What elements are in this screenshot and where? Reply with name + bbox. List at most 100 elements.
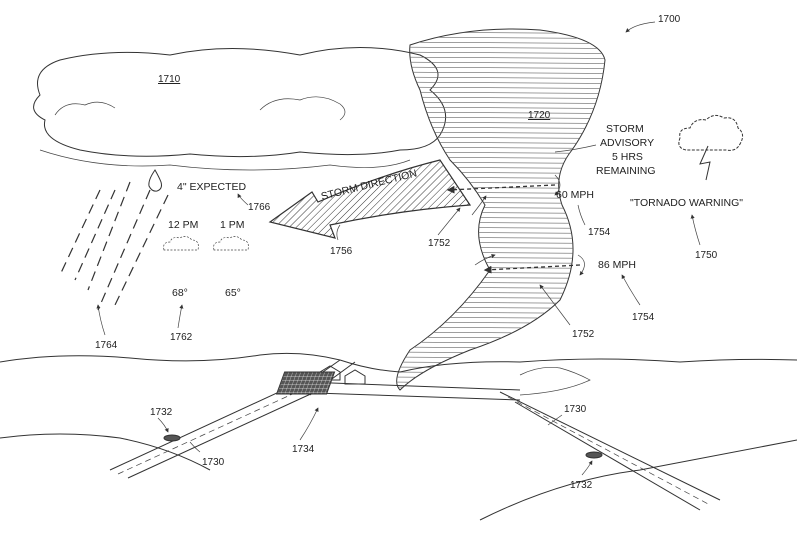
svg-text:ADVISORY: ADVISORY — [600, 137, 654, 149]
svg-text:1730: 1730 — [564, 404, 587, 415]
svg-text:1752: 1752 — [572, 329, 595, 340]
funnel-shading-line — [396, 211, 605, 214]
funnel-shading-line — [396, 276, 605, 279]
funnel-shading-line — [396, 251, 605, 254]
funnel-shading-line — [396, 311, 605, 314]
storm-advisory: STORM ADVISORY 5 HRS REMAINING — [554, 123, 656, 177]
funnel-shading-line — [396, 371, 605, 374]
funnel-shading-line — [396, 286, 605, 289]
funnel-shading-line — [396, 361, 605, 364]
cloud-icon — [213, 236, 249, 251]
funnel-shading-line — [396, 56, 605, 59]
wind-speed-lower: 86 MPH 1754 — [598, 259, 655, 323]
funnel-shading-line — [396, 236, 605, 239]
funnel-shading-line — [396, 321, 605, 324]
precip-expected: 4" EXPECTED 1766 — [177, 181, 271, 213]
funnel-shading-line — [396, 231, 605, 234]
svg-text:86 MPH: 86 MPH — [598, 259, 636, 271]
svg-text:1734: 1734 — [292, 444, 315, 455]
funnel-shading-line — [396, 61, 605, 64]
ref-flow-lower: 1752 — [539, 284, 595, 340]
funnel-shading-line — [396, 271, 605, 274]
ref-wind-speed-a: 1754 — [588, 227, 611, 238]
forecast-time-2: 1 PM — [220, 219, 245, 231]
ref-intersection: 1734 — [292, 407, 319, 455]
ref-tornado-warning: 1750 — [695, 250, 718, 261]
funnel-shading-line — [396, 246, 605, 249]
svg-text:4" EXPECTED: 4" EXPECTED — [177, 181, 246, 193]
thunderstorm-cloud-icon — [678, 114, 744, 181]
funnel-shading-line — [396, 141, 605, 144]
ref-flow-upper: 1752 — [428, 207, 461, 249]
funnel-shading-line — [396, 316, 605, 319]
forecast-temp-2: 65° — [225, 287, 241, 299]
svg-text:STORM: STORM — [606, 123, 644, 135]
funnel-shading-line — [396, 126, 605, 129]
rain-streaks: 1764 — [59, 181, 169, 351]
funnel-shading-line — [396, 136, 605, 139]
funnel-shading-line — [396, 106, 605, 109]
svg-text:1752: 1752 — [428, 238, 451, 249]
funnel-shading-line — [396, 116, 605, 119]
forecast-temp-1: 68° — [172, 287, 188, 299]
funnel-shading-line — [396, 156, 605, 159]
svg-text:REMAINING: REMAINING — [596, 165, 656, 177]
ref-tornado: 1720 — [528, 110, 551, 121]
funnel-shading-line — [396, 96, 605, 99]
cloud-icon — [163, 236, 199, 251]
funnel-shading-line — [396, 296, 605, 299]
funnel-shading-line — [396, 81, 605, 84]
funnel-shading-line — [396, 91, 605, 94]
funnel-shading-line — [396, 161, 605, 164]
funnel-shading-line — [396, 341, 605, 344]
funnel-shading-line — [396, 256, 605, 259]
tornado-warning: "TORNADO WARNING" 1750 — [630, 197, 743, 261]
funnel-shading-line — [396, 86, 605, 89]
funnel-shading-line — [396, 386, 605, 389]
figure-number: 1700 — [625, 14, 681, 33]
funnel-shading-line — [396, 76, 605, 79]
storm-cloud: 1710 — [33, 47, 447, 171]
ref-rain: 1764 — [95, 340, 118, 351]
ref-hourly-forecast: 1762 — [170, 332, 193, 343]
svg-text:1730: 1730 — [202, 457, 225, 468]
road-network — [109, 359, 721, 511]
funnel-shading-line — [396, 356, 605, 359]
funnel-shading-line — [396, 241, 605, 244]
ref-storm-direction: 1756 — [330, 246, 353, 257]
funnel-shading-line — [396, 46, 605, 49]
vehicle-right: 1732 — [570, 451, 603, 491]
funnel-shading-line — [396, 131, 605, 134]
ref-wind-speed-b: 1754 — [632, 312, 655, 323]
flow-arrows-lower — [474, 253, 585, 276]
ref-vehicle-a: 1732 — [150, 407, 173, 418]
forecast-time-1: 12 PM — [168, 219, 198, 231]
funnel-shading-line — [396, 41, 605, 44]
ground-horizon — [0, 352, 797, 521]
funnel-shading-line — [396, 111, 605, 114]
flow-arrows-upper — [446, 174, 561, 216]
buildings — [275, 365, 366, 395]
ref-road-left: 1730 — [189, 441, 225, 468]
funnel-shading-line — [396, 346, 605, 349]
funnel-shading-line — [396, 281, 605, 284]
funnel-shading-line — [396, 51, 605, 54]
funnel-shading-line — [396, 216, 605, 219]
funnel-shading-line — [396, 36, 605, 39]
raindrop-icon — [148, 169, 162, 192]
funnel-shading-line — [396, 151, 605, 154]
funnel-shading-line — [396, 66, 605, 69]
wind-speed-upper: 60 MPH 1754 — [556, 189, 611, 238]
ref-expected: 1766 — [248, 202, 271, 213]
svg-text:60 MPH: 60 MPH — [556, 189, 594, 201]
svg-text:5 HRS: 5 HRS — [612, 151, 643, 163]
funnel-shading-line — [396, 31, 605, 34]
funnel-shading-line — [396, 71, 605, 74]
funnel-shading-line — [396, 101, 605, 104]
ref-road-right: 1730 — [547, 404, 587, 426]
funnel-shading-line — [396, 121, 605, 124]
svg-text:1700: 1700 — [658, 14, 681, 25]
funnel-shading-line — [396, 306, 605, 309]
svg-text:"TORNADO WARNING": "TORNADO WARNING" — [630, 197, 743, 209]
